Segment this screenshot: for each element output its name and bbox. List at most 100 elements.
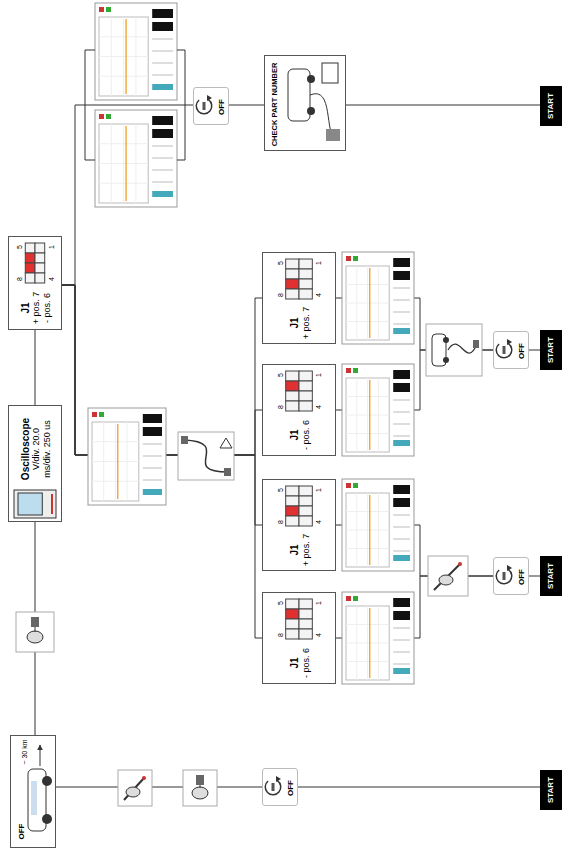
menu-line xyxy=(143,444,162,445)
probe-icon xyxy=(428,556,468,596)
pin-cell xyxy=(286,401,299,411)
wheel xyxy=(443,337,449,343)
menu-line xyxy=(152,51,173,52)
flow-line xyxy=(62,105,193,285)
grid-line xyxy=(99,56,148,57)
pin-cell xyxy=(286,381,299,391)
rotation-arrow xyxy=(495,569,512,585)
text-group: J1+ pos. 7 xyxy=(267,303,333,343)
text-group: START xyxy=(543,332,559,368)
node-title: OFF xyxy=(517,569,526,585)
node-title: START xyxy=(546,563,555,589)
node-title: START xyxy=(546,777,555,803)
node-title: OFF xyxy=(217,99,226,115)
pin-number: 4 xyxy=(315,520,322,524)
pin-cell xyxy=(286,371,299,381)
arrow-tip xyxy=(207,95,212,101)
check-box: CHECK PART NUMBER xyxy=(264,55,346,151)
scope-screen xyxy=(342,592,414,684)
scope-screen xyxy=(95,110,177,207)
screen-frame xyxy=(88,408,166,505)
start-box: START xyxy=(540,556,562,596)
node-text: - pos. 6 xyxy=(301,648,311,678)
pin-cell xyxy=(299,269,312,279)
connector-pinout xyxy=(286,486,313,526)
arrow-tip xyxy=(276,776,281,782)
hand xyxy=(439,575,453,585)
car-body xyxy=(288,69,310,121)
menu-line xyxy=(143,480,162,481)
plug xyxy=(181,436,188,444)
grid-line xyxy=(135,124,136,203)
plug xyxy=(224,468,231,476)
pin-number: 1 xyxy=(315,261,322,265)
node-text: ms/div. 250 us xyxy=(42,420,52,477)
signal-trace xyxy=(369,495,370,565)
ignition-off-box: OFF xyxy=(493,557,529,595)
ignition-key-symbol xyxy=(495,565,512,585)
rotation-arrow xyxy=(195,99,212,115)
wire xyxy=(448,344,477,353)
grid-line xyxy=(127,422,128,501)
part xyxy=(326,129,340,141)
flow-line xyxy=(62,285,262,525)
key xyxy=(503,346,506,354)
start-box: START xyxy=(540,770,562,810)
pin-number: 8 xyxy=(16,277,23,281)
carwire-icon xyxy=(426,324,482,376)
icon-frame xyxy=(428,556,468,596)
menu-block xyxy=(393,611,410,620)
menu-line xyxy=(393,515,410,516)
oscilloscope-box: OscilloscopeV/div. 20.0ms/div. 250 us xyxy=(8,405,62,522)
menu-block xyxy=(152,129,173,138)
menu-line xyxy=(393,640,410,641)
pin-cell xyxy=(286,599,299,609)
node-title: OFF xyxy=(286,780,295,796)
grid-line xyxy=(99,163,148,164)
signal-trace xyxy=(125,126,126,201)
probe xyxy=(124,778,144,800)
channel-mark xyxy=(99,7,104,12)
connector-pinout xyxy=(286,599,313,639)
menu-line xyxy=(152,146,173,147)
ignition-key-symbol xyxy=(495,339,512,359)
plug xyxy=(473,340,479,348)
menu-line xyxy=(152,63,173,64)
text-group: J1+ pos. 7- pos. 6 xyxy=(12,287,60,329)
ignition-off-box: OFF xyxy=(493,331,529,369)
flow-line xyxy=(529,576,540,577)
pin-cell xyxy=(286,486,299,496)
menu-line xyxy=(393,412,410,413)
grid-line xyxy=(99,76,148,77)
menu-block xyxy=(393,498,410,507)
menu-block xyxy=(393,383,410,392)
scope-screen xyxy=(342,479,414,571)
icon-frame xyxy=(426,324,482,376)
channel-mark xyxy=(99,114,104,119)
distance-label: ~ 30 km xyxy=(21,739,28,764)
menu-line xyxy=(143,456,162,457)
pin-cell xyxy=(286,289,299,299)
connector xyxy=(31,617,39,627)
ignition-key-symbol xyxy=(264,776,281,796)
menu-block xyxy=(152,22,173,31)
pin-number: 8 xyxy=(276,293,283,297)
channel-mark xyxy=(346,596,351,601)
grid-line xyxy=(378,606,379,680)
scope-screen xyxy=(88,408,166,505)
connector-box: J1+ pos. 7 xyxy=(262,479,336,571)
vehicle-drawing xyxy=(28,745,52,831)
node-title: OFF xyxy=(16,823,25,839)
scope-screen xyxy=(342,252,414,344)
screen-frame xyxy=(95,110,177,207)
channel-mark xyxy=(99,412,104,417)
pin-cell xyxy=(299,279,312,289)
distance-arrow xyxy=(40,745,41,766)
wire xyxy=(200,785,201,788)
pin-number: 8 xyxy=(276,520,283,524)
menu-line xyxy=(393,288,410,289)
hand-icon xyxy=(16,612,54,652)
channel-mark xyxy=(92,412,97,417)
pin-cell xyxy=(35,273,45,283)
